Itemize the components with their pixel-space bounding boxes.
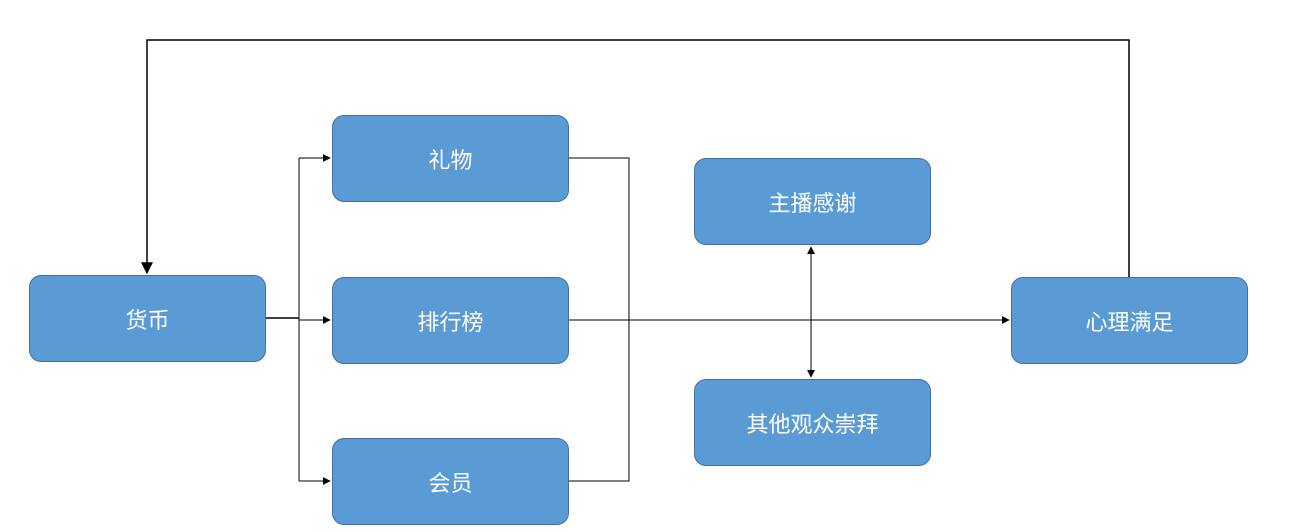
node-audience-worship-label: 其他观众崇拜	[746, 412, 879, 438]
node-leaderboard-label: 排行榜	[417, 310, 484, 336]
node-anchor-thanks-label: 主播感谢	[768, 191, 857, 217]
node-gift: 礼物	[332, 115, 569, 202]
node-satisfaction-label: 心理满足	[1085, 310, 1174, 336]
node-member: 会员	[332, 438, 569, 525]
edge-satisfaction-to-currency	[141, 39, 1130, 277]
node-currency: 货币	[29, 275, 266, 362]
node-satisfaction: 心理满足	[1011, 277, 1248, 364]
node-gift-label: 礼物	[428, 148, 473, 174]
node-member-label: 会员	[428, 471, 473, 497]
node-leaderboard: 排行榜	[332, 277, 569, 364]
node-currency-label: 货币	[125, 308, 170, 334]
node-audience-worship: 其他观众崇拜	[694, 379, 931, 466]
node-anchor-thanks: 主播感谢	[694, 158, 931, 245]
